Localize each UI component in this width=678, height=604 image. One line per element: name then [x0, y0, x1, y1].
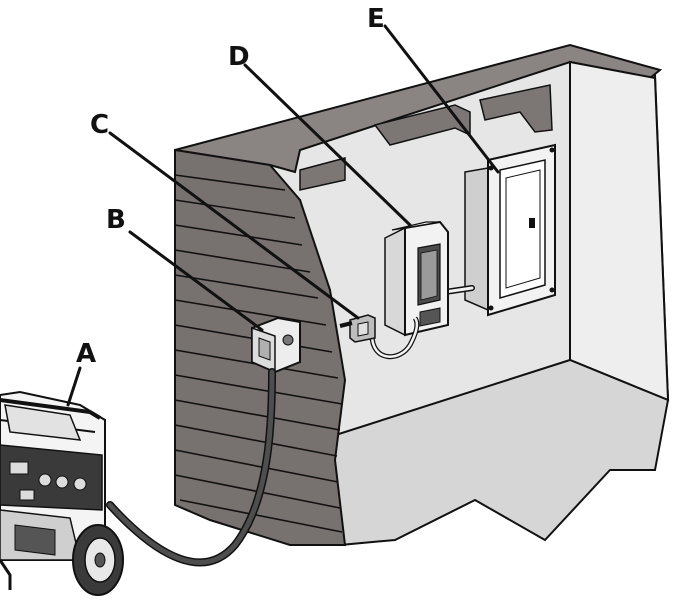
interior-side-wall	[569, 60, 670, 402]
callout-label-b: B	[106, 205, 126, 235]
interior-floor	[318, 358, 670, 547]
leader-line-c	[108, 131, 360, 320]
junction-box	[339, 314, 376, 343]
leader-line-a	[66, 366, 82, 407]
generator-wheel	[72, 524, 124, 596]
callout-label-d: D	[228, 42, 250, 72]
portable-generator	[0, 390, 106, 590]
main-breaker-panel	[464, 143, 556, 317]
transfer-switch	[384, 220, 449, 337]
leader-lines	[66, 24, 500, 407]
power-inlet-box	[251, 316, 301, 374]
callout-label-e: E	[367, 4, 385, 34]
callout-label-a: A	[76, 339, 96, 369]
leader-line-b	[128, 230, 264, 332]
leader-line-d	[243, 63, 412, 227]
joist-notches	[299, 84, 553, 191]
leader-line-e	[383, 24, 500, 174]
callout-label-c: C	[90, 110, 109, 140]
